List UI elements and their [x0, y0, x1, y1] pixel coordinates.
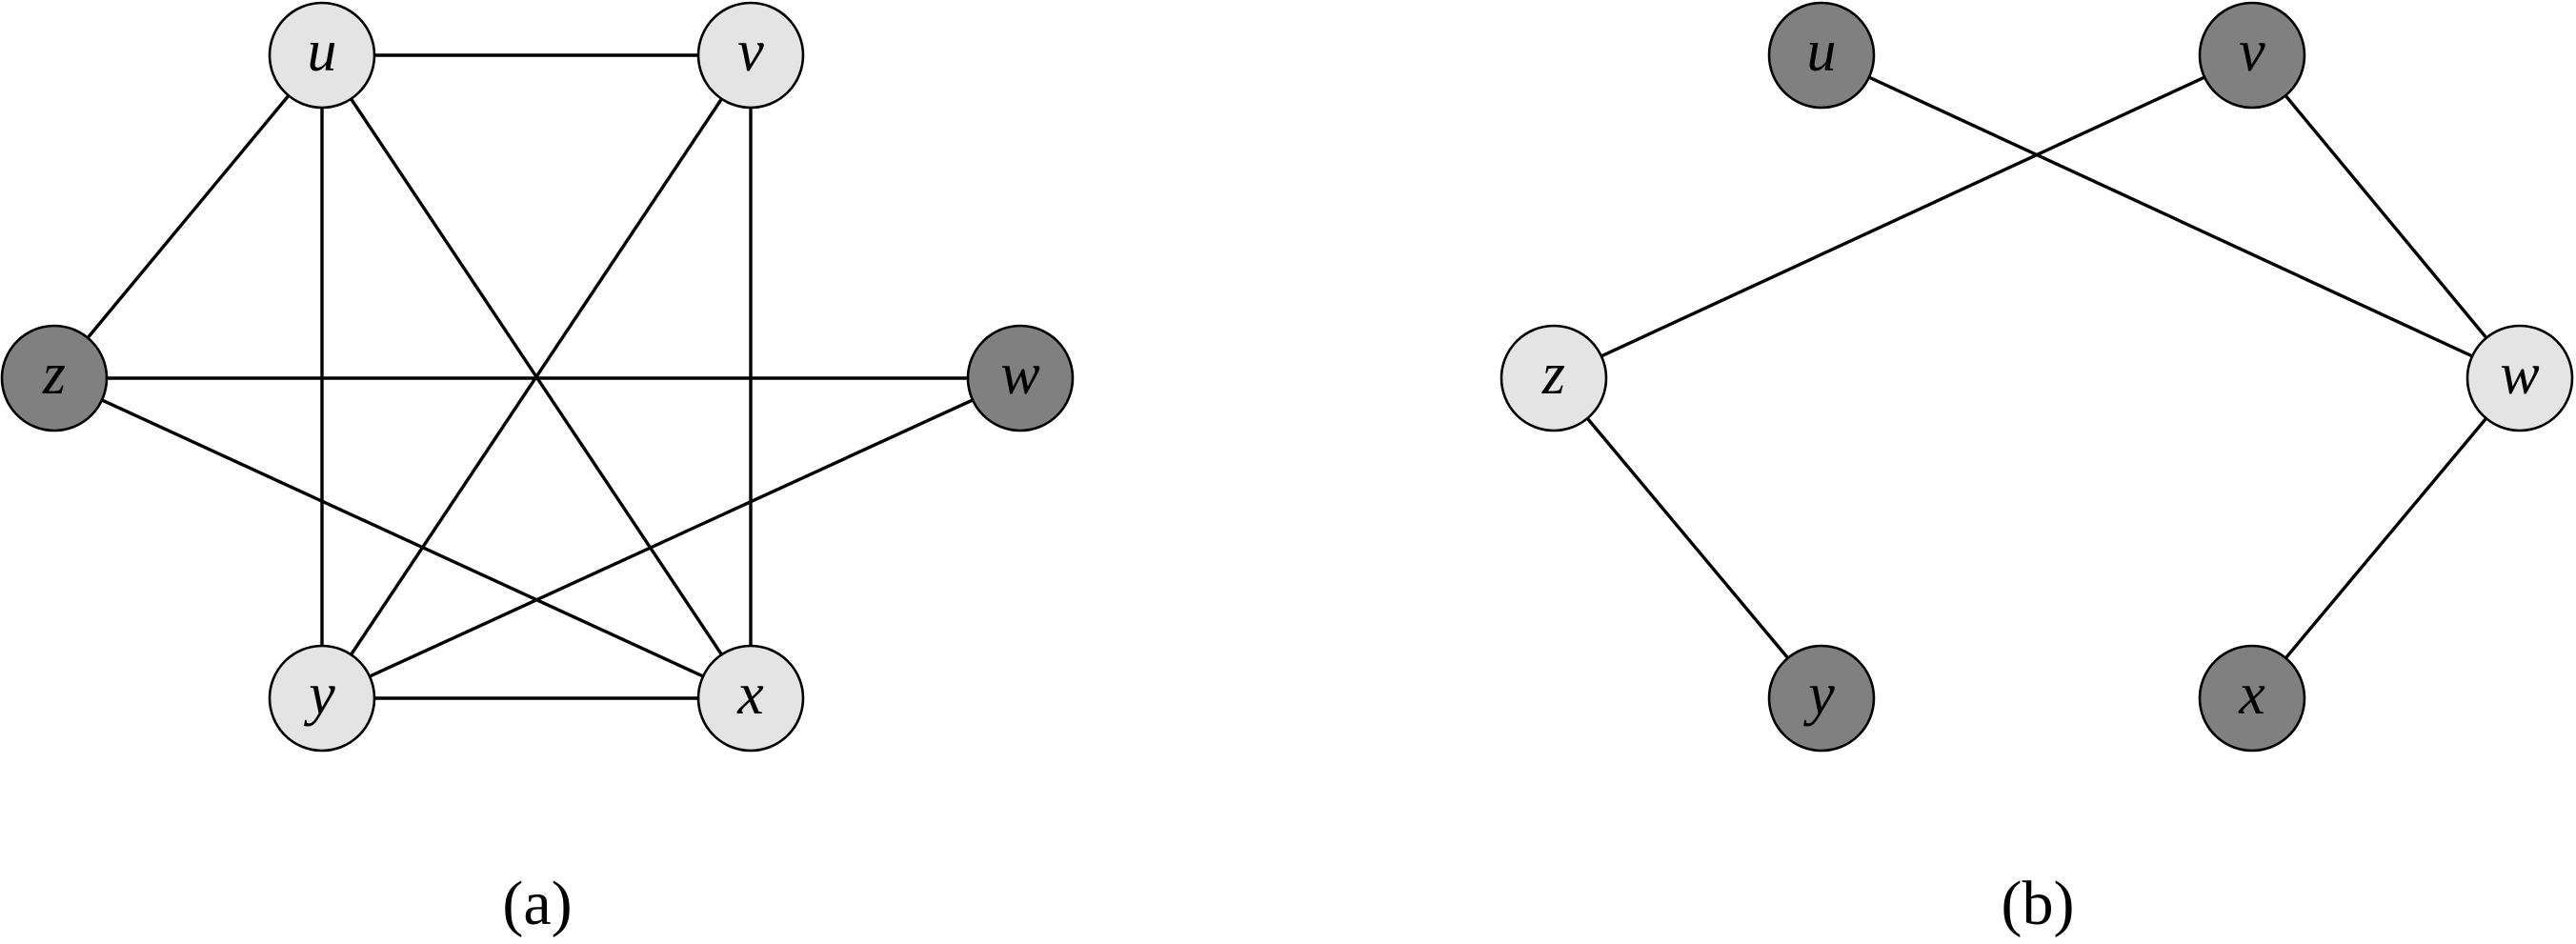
panel-b-edge-w-x: [2250, 376, 2522, 700]
panel-a-node-z: z: [0, 324, 109, 432]
panel-a-node-w: w: [966, 324, 1075, 432]
panel-a-node-z-circle: [0, 324, 109, 432]
panel-a-node-u: u: [268, 1, 376, 110]
panel-b-edge-v-z: [1552, 53, 2254, 380]
panel-b-node-x: x: [2198, 644, 2306, 753]
panel-b-node-z-label: z: [1541, 342, 1565, 407]
panel-b-node-u: u: [1767, 1, 1876, 110]
panel-b-node-w-label: w: [2500, 342, 2539, 407]
panel-b-node-x-circle: [2198, 644, 2306, 753]
panel-a-node-x-circle: [696, 644, 805, 753]
panel-b-node-z: z: [1499, 324, 1608, 432]
panel-a-node-w-circle: [966, 324, 1075, 432]
panel-a-edge-w-y: [320, 376, 1022, 700]
panel-b-edge-u-w: [1820, 53, 2522, 380]
panel-a-node-v-label: v: [737, 19, 764, 84]
panel-a-graph: u v z w y x: [0, 1, 1075, 753]
panel-a-node-y-label: y: [303, 662, 335, 727]
panel-a-node-x: x: [696, 644, 805, 753]
panel-a-edge-z-x: [52, 376, 753, 700]
panel-a-node-v-circle: [696, 1, 805, 110]
panel-b-node-v-label: v: [2239, 19, 2265, 84]
panel-b-edge-v-w: [2250, 53, 2522, 380]
panel-a-node-u-label: u: [308, 19, 337, 84]
panel-a-node-u-circle: [268, 1, 376, 110]
panel-b-edge-z-y: [1552, 376, 1823, 700]
panel-b-node-y: y: [1767, 644, 1876, 753]
panel-b-node-v-circle: [2198, 1, 2306, 110]
panel-b-caption: (b): [2002, 869, 2075, 938]
panel-a-node-z-label: z: [42, 342, 66, 407]
panel-b-node-x-label: x: [2238, 662, 2265, 727]
panel-a-caption: (a): [502, 869, 572, 938]
panel-b-graph: u v z w y x: [1499, 1, 2574, 753]
panel-b-node-y-circle: [1767, 644, 1876, 753]
panel-b-node-y-label: y: [1802, 662, 1835, 727]
panel-a-node-y-circle: [268, 644, 376, 753]
panel-b-node-w: w: [2465, 324, 2574, 432]
panel-b-node-u-circle: [1767, 1, 1876, 110]
panel-a-node-y: y: [268, 644, 376, 753]
panel-b-node-v: v: [2198, 1, 2306, 110]
panel-a-edge-u-z: [52, 53, 324, 380]
panel-a-node-x-label: x: [736, 662, 764, 727]
panel-b-node-u-label: u: [1807, 19, 1837, 84]
panel-b-node-z-circle: [1499, 324, 1608, 432]
panel-a-node-w-label: w: [1000, 342, 1039, 407]
panel-b-node-w-circle: [2465, 324, 2574, 432]
panel-a-node-v: v: [696, 1, 805, 110]
